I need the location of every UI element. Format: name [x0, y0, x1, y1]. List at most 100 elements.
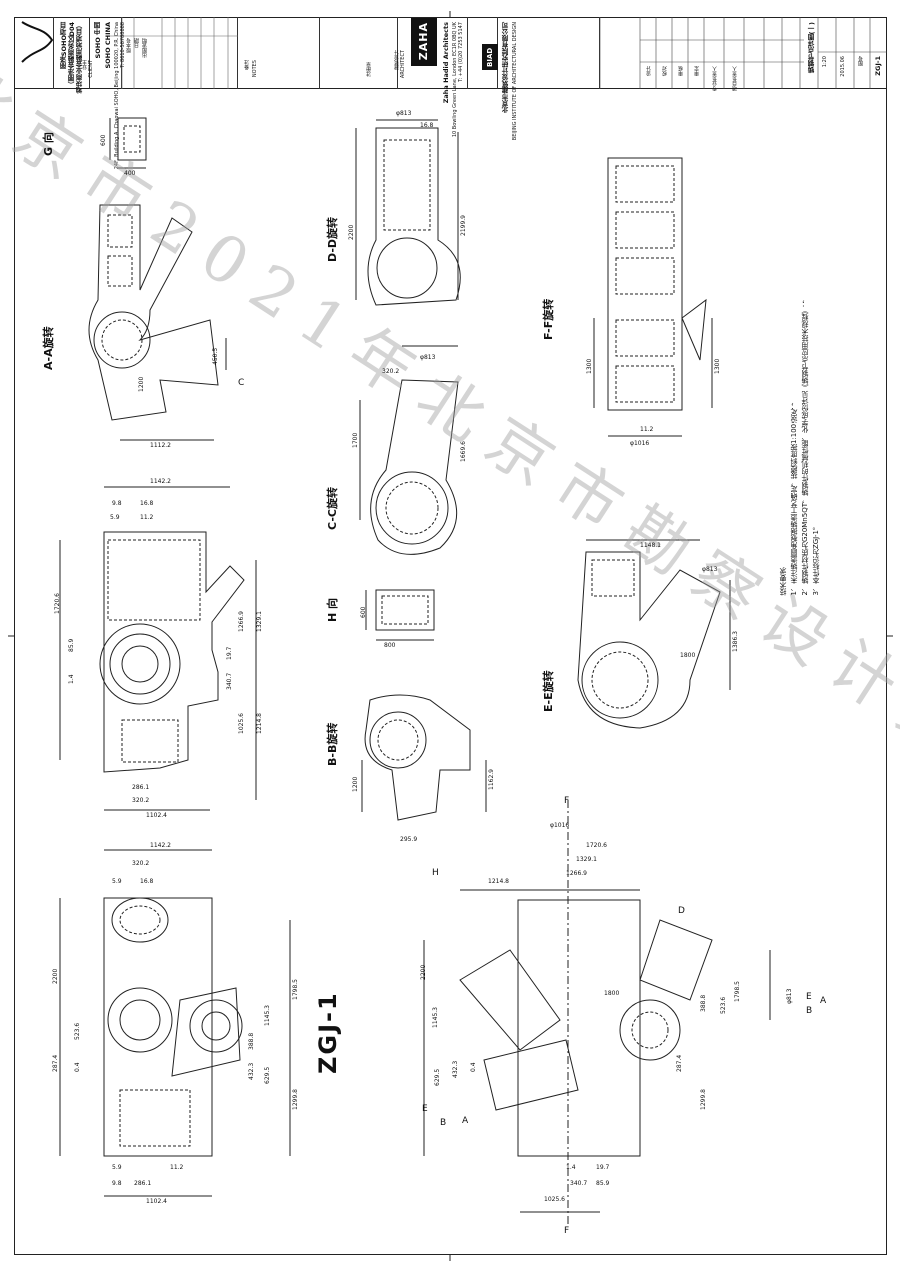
dim-bl-1145: 1145.3 — [264, 1005, 271, 1026]
client-cell — [90, 17, 122, 89]
dim-mid-14: 1.4 — [68, 674, 75, 684]
dim-dd-2199: 2199.9 — [460, 215, 467, 236]
bl-plan — [59, 849, 291, 1197]
dim-mid-320: 320.2 — [132, 797, 150, 804]
dim-br-388: 388.8 — [700, 994, 707, 1012]
title-logo-cell — [14, 17, 54, 89]
dim-mid-1720: 1720.6 — [54, 593, 61, 614]
dim-bb-1162: 1162.9 — [488, 769, 495, 790]
dim-mid-859: 85.9 — [68, 638, 75, 652]
dim-mid-1329: 1329.1 — [256, 611, 263, 632]
dim-h-height: 600 — [360, 606, 367, 618]
dim-bl-286: 286.1 — [134, 1180, 152, 1187]
dim-ee-1148: 1148.1 — [640, 542, 661, 549]
br-plan — [423, 800, 771, 1226]
dim-mid-1214: 1214.8 — [256, 713, 263, 734]
remarks-cell — [238, 17, 320, 89]
dim-cc-1669: 1669.6 — [460, 441, 467, 462]
dim-br-287: 287.4 — [676, 1054, 683, 1072]
dim-br-14: 1.4 — [566, 1164, 576, 1171]
g-view — [109, 117, 147, 169]
dim-bl-1102: 1102.4 — [146, 1198, 167, 1205]
architect-cell — [398, 17, 468, 89]
dim-br-197: 19.7 — [596, 1164, 610, 1171]
aa-view — [88, 204, 227, 441]
dim-cc-813: φ813 — [420, 354, 436, 361]
dim-bl-320: 320.2 — [132, 860, 150, 867]
dim-ff-112: 11.2 — [640, 426, 654, 433]
dim-cc-320: 320.2 — [382, 368, 400, 375]
note-2: 2、铸钢件材质为G20Mn5QT，铸钢件的机械性能、化学成份详见《铸钢节点应用技… — [801, 300, 809, 596]
dim-mid-168: 16.8 — [140, 500, 154, 507]
dim-mid-197: 19.7 — [226, 646, 233, 660]
dim-br-1299: 1299.8 — [700, 1089, 707, 1110]
dim-mid-59: 5.9 — [110, 514, 120, 521]
dim-br-1145: 1145.3 — [432, 1007, 439, 1028]
dim-br-1016: φ1016 — [550, 822, 570, 829]
dim-br-340: 340.7 — [570, 1180, 588, 1187]
main-part-label: ZGJ-1 — [314, 991, 342, 1074]
section-mark-h: H — [432, 868, 439, 878]
section-mark-e: E — [806, 992, 812, 1002]
institute-cell — [498, 17, 600, 89]
dim-mid-112: 11.2 — [140, 514, 154, 521]
note-3: 3、本件标识为ZGJ-1。 — [812, 523, 820, 596]
dim-br-523: 523.6 — [720, 996, 727, 1014]
view-label-g: G 向 — [42, 132, 55, 156]
dim-mid-1102: 1102.4 — [146, 812, 167, 819]
dim-ee-1386: 1386.3 — [732, 631, 739, 652]
dim-bl-629: 629.5 — [264, 1066, 271, 1084]
dim-mid-286: 286.1 — [132, 784, 150, 791]
dim-ee-1800: 1800 — [680, 652, 696, 659]
dim-bl-98b: 9.8 — [112, 1180, 122, 1187]
view-label-aa: A-A旋转 — [42, 326, 55, 370]
view-label-bb: B-B旋转 — [326, 722, 339, 766]
ff-view — [593, 157, 713, 437]
dim-br-1025: 1025.6 — [544, 1196, 565, 1203]
dim-br-1214: 1214.8 — [488, 878, 509, 885]
dim-bl-1142: 1142.2 — [150, 842, 171, 849]
section-mark-f-top: F — [564, 796, 570, 806]
dim-bl-59: 5.9 — [112, 878, 122, 885]
dim-br-1800: 1800 — [604, 990, 620, 997]
project-cell — [54, 17, 90, 89]
dim-br-859: 85.9 — [596, 1180, 610, 1187]
seal-cell — [320, 17, 398, 89]
view-label-cc: C-C旋转 — [326, 487, 339, 530]
view-label-dd: D-D旋转 — [326, 216, 339, 262]
dim-br-629: 629.5 — [434, 1068, 441, 1086]
dim-bl-04: 0.4 — [74, 1062, 81, 1072]
dim-dd-813: φ813 — [396, 110, 412, 117]
dim-aa-1200: 1200 — [138, 376, 145, 392]
dim-bl-2200: 2200 — [52, 968, 59, 984]
dim-dd-168: 16.8 — [420, 122, 434, 129]
bb-view — [361, 694, 487, 821]
view-label-ff: F-F旋转 — [542, 298, 555, 340]
notes-heading: 技术要求 — [779, 567, 787, 596]
dim-br-1798: 1798.5 — [734, 981, 741, 1002]
technical-notes: 技术要求 1、未注铸造圆角根据铸造工艺确定，拔模斜度按1:100设定； 2、铸钢… — [778, 300, 822, 596]
dim-g-width: 400 — [124, 170, 136, 177]
zaha-logo: ZAHA — [411, 18, 437, 66]
view-label-h: H 向 — [326, 597, 339, 622]
dim-br-1329: 1329.1 — [576, 856, 597, 863]
dim-br-2200: 2200 — [420, 964, 427, 980]
dim-br-1266: 1266.9 — [566, 870, 587, 877]
dim-bb-295: 295.9 — [400, 836, 418, 843]
dim-aa-1112: 1112.2 — [150, 442, 171, 449]
mid-plan — [59, 486, 257, 811]
section-mark-f-bottom: F — [564, 1226, 570, 1236]
dim-bl-287: 287.4 — [52, 1054, 59, 1072]
dim-mid-1266: 1266.9 — [238, 611, 245, 632]
dim-ee-813: φ813 — [702, 566, 718, 573]
dim-br-432: 432.3 — [452, 1060, 459, 1078]
drawing-frame — [14, 17, 887, 1255]
section-mark-e-left: E — [422, 1104, 428, 1114]
dim-mid-98: 9.8 — [112, 500, 122, 507]
dim-ff-1300b: 1300 — [714, 358, 721, 374]
dim-bl-59b: 5.9 — [112, 1164, 122, 1171]
dim-bl-388: 388.8 — [248, 1032, 255, 1050]
